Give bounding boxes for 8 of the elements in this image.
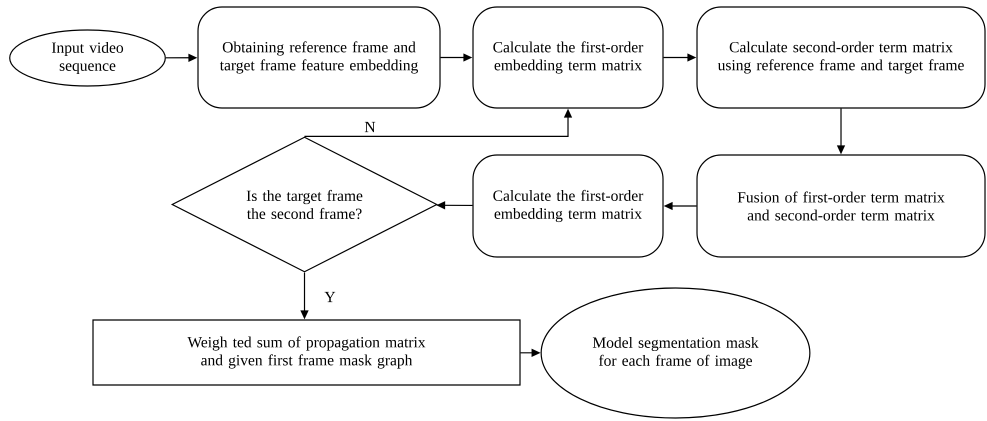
process-box: Calculate the first-order embedding term matrix [472,6,664,109]
edge-label: N [363,120,377,134]
edge-label: Y [323,290,337,304]
process-box: Weigh ted sum of propagation matrix and given first frame mask graph [92,319,521,386]
process-box: Calculate the first-order embedding term matrix [472,154,664,258]
process-box: Calculate second-order term matrix using reference frame and target frame [696,6,986,109]
process-box: Fusion of first-order term matrix and second-order term matrix [696,154,986,258]
process-box: Obtaining reference frame and target frame feature embedding [197,6,441,109]
